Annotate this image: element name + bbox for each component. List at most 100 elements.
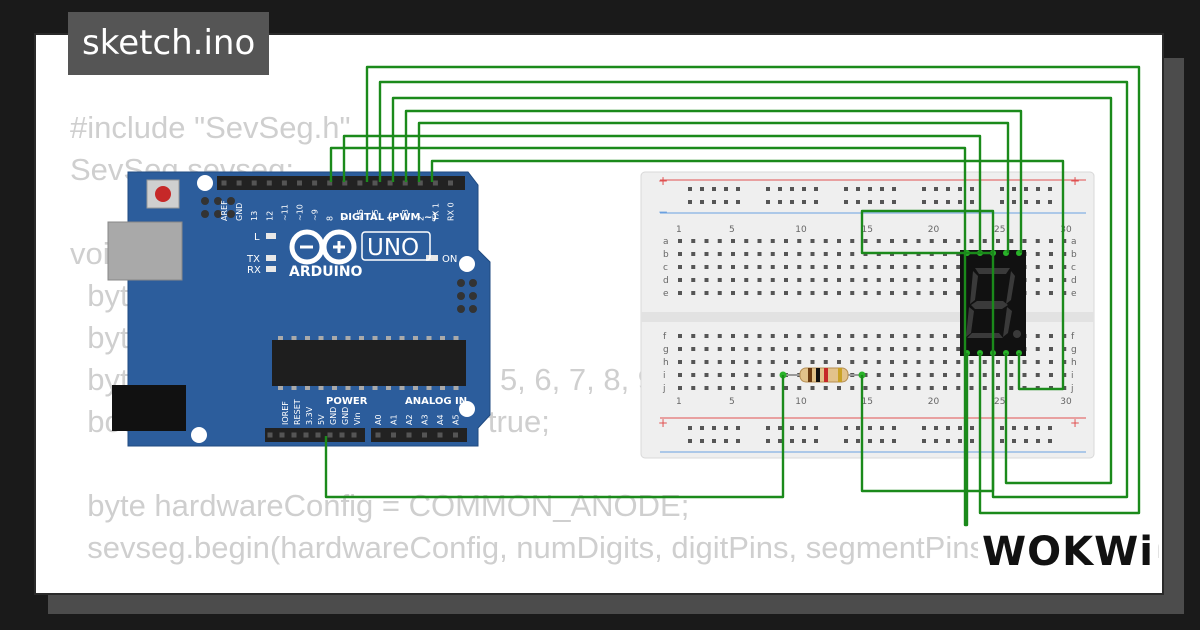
row-letter: c — [1071, 263, 1076, 273]
row-letter: i — [663, 371, 666, 381]
code-line: sevseg.begin(hardwareConfig, numDigits, … — [87, 530, 1162, 565]
breadboard-holes — [678, 187, 1067, 443]
mount-hole — [459, 256, 475, 272]
digital-pin-label: 2 — [416, 216, 425, 221]
led-on-label: ON — [442, 254, 457, 265]
power-pin-label: IOREF — [281, 401, 290, 425]
column-number: 30 — [1060, 397, 1072, 407]
digital-header — [217, 176, 465, 190]
digital-pin-label: ~10 — [296, 204, 305, 221]
analog-pin-label: A4 — [436, 414, 445, 425]
row-letter: d — [1071, 276, 1077, 286]
uno-badge — [361, 231, 431, 261]
column-number: 5 — [729, 225, 735, 235]
digital-pin-label: 7 — [341, 216, 350, 221]
wokwi-logo: WOKWi — [978, 528, 1158, 576]
wires — [324, 65, 1141, 527]
rail-plus-label: + — [658, 174, 668, 188]
digital-pin-label: ~6 — [356, 209, 365, 221]
digital-pin-label: 8 — [326, 216, 335, 221]
digital-pin-label: 13 — [250, 211, 259, 221]
resistor[interactable] — [779, 367, 866, 383]
analog-pin-label: A5 — [452, 414, 461, 425]
led-rx — [266, 266, 276, 272]
mount-hole — [191, 427, 207, 443]
analog-header — [371, 428, 467, 442]
row-letter: g — [663, 345, 669, 355]
row-letter: f — [1071, 332, 1075, 342]
column-number: 15 — [862, 225, 873, 235]
usb-port — [107, 221, 183, 281]
power-label: POWER — [326, 396, 368, 407]
arduino-model: UNO — [367, 235, 419, 261]
analog-label: ANALOG IN — [405, 396, 467, 407]
rail-plus-label: + — [1070, 416, 1080, 430]
power-pin-label: 3.3V — [305, 406, 314, 425]
analog-pin-label: A2 — [405, 414, 414, 425]
column-number: 5 — [729, 397, 735, 407]
power-pin-label: Vin — [353, 412, 362, 425]
mount-hole — [459, 401, 475, 417]
row-letter: e — [663, 289, 669, 299]
digital-pin-label: 12 — [265, 211, 274, 221]
digital-pin-label: ~5 — [371, 209, 380, 221]
led-rx-label: RX — [247, 265, 261, 276]
mount-hole — [197, 175, 213, 191]
column-number: 10 — [795, 225, 807, 235]
rail-minus-label: − — [658, 205, 668, 219]
row-letter: a — [1071, 237, 1077, 247]
row-letter: j — [1070, 384, 1074, 394]
digital-pin-label: ~9 — [311, 209, 320, 221]
led-on — [426, 255, 438, 261]
arduino-infinity-icon — [289, 229, 357, 265]
power-jack — [112, 385, 186, 431]
digital-pin-label: ~3 — [401, 209, 410, 221]
led-l — [266, 233, 276, 239]
digital-pin-label: GND — [235, 203, 244, 221]
row-letter: g — [1071, 345, 1077, 355]
row-letter: i — [1071, 371, 1074, 381]
row-letter: d — [663, 276, 669, 286]
row-letter: b — [663, 250, 669, 260]
digital-label: DIGITAL (PWM ~) — [340, 212, 437, 223]
row-letter: e — [1071, 289, 1077, 299]
code-line: #include "SevSeg.h" — [70, 110, 351, 145]
row-letter: h — [663, 358, 669, 368]
power-pin-label: 5V — [317, 414, 326, 425]
power-pin-label: GND — [329, 407, 338, 425]
digital-pin-label: TX 1 — [431, 203, 440, 222]
analog-pin-label: A3 — [421, 414, 430, 425]
column-number: 15 — [862, 397, 873, 407]
analog-pin-label: A0 — [374, 414, 383, 425]
column-number: 25 — [994, 225, 1005, 235]
power-pin-label: RESET — [293, 399, 302, 425]
digital-pin-label: 4 — [386, 216, 395, 221]
column-number: 10 — [795, 397, 807, 407]
row-letter: f — [663, 332, 667, 342]
led-l-label: L — [254, 232, 260, 243]
column-number: 25 — [994, 397, 1005, 407]
row-letter: j — [662, 384, 666, 394]
power-pin-label: GND — [341, 407, 350, 425]
row-letter: a — [663, 237, 669, 247]
rail-plus-label: + — [658, 416, 668, 430]
column-number: 1 — [676, 225, 682, 235]
code-line: byte hardwareConfig = COMMON_ANODE; — [70, 488, 690, 523]
row-letter: b — [1071, 250, 1077, 260]
led-tx-label: TX — [246, 254, 260, 265]
digital-pin-label: ~11 — [280, 204, 289, 221]
row-letter: h — [1071, 358, 1077, 368]
arduino-brand: ARDUINO — [289, 264, 363, 280]
digital-pin-label: AREF — [220, 200, 229, 221]
column-number: 30 — [1060, 225, 1072, 235]
atmega-chip — [272, 340, 466, 386]
led-tx — [266, 255, 276, 261]
